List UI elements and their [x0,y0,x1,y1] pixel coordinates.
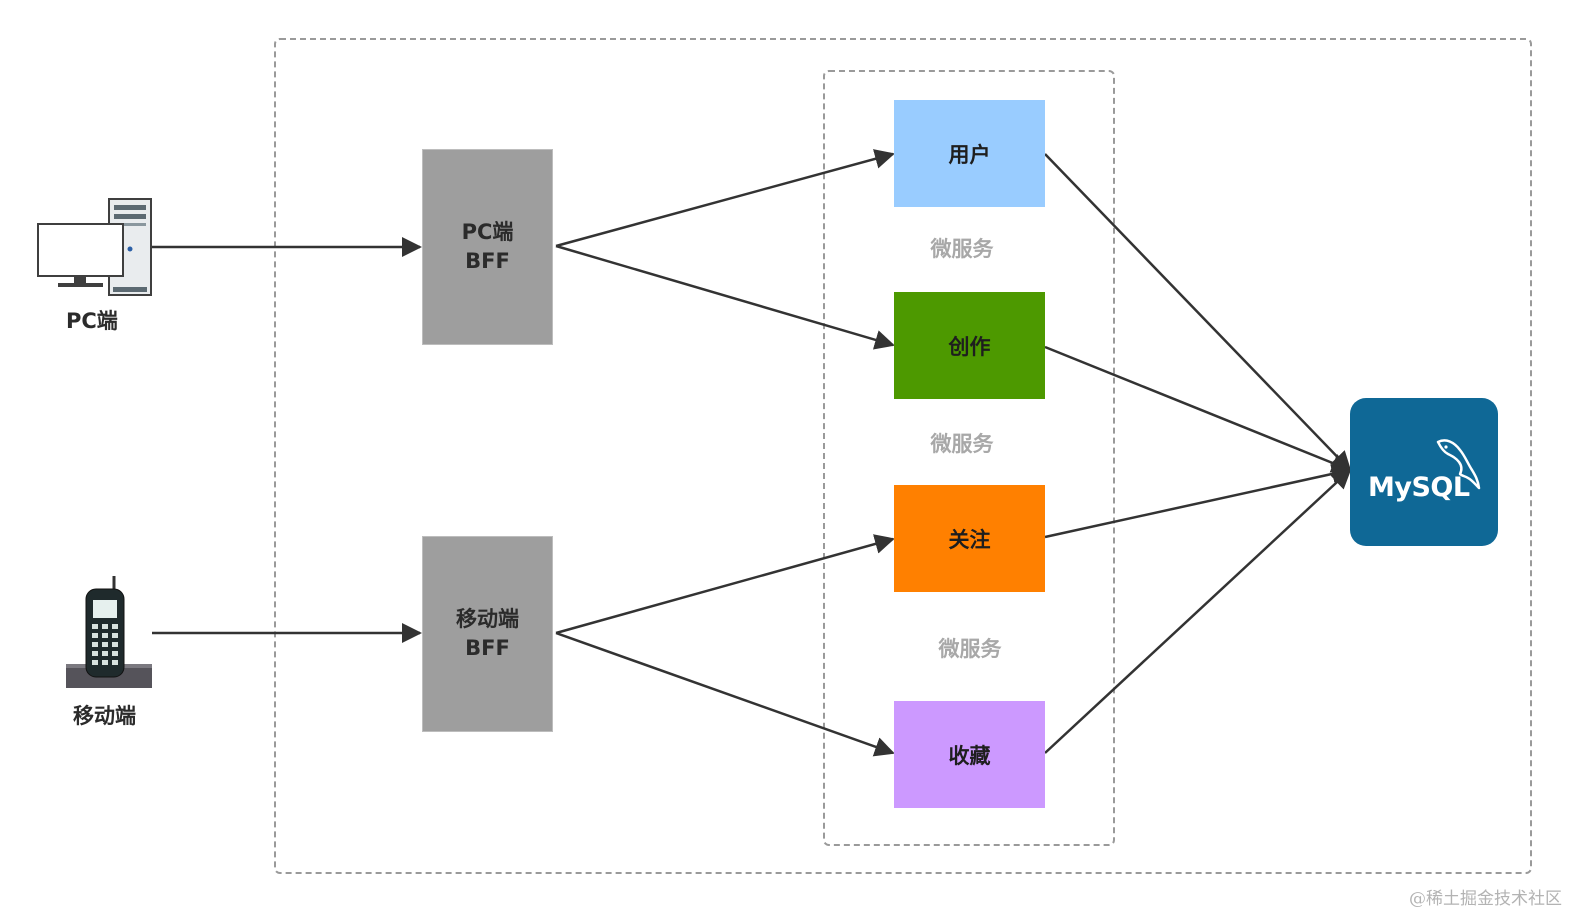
arrow-mobile-bff-to-follow [555,534,895,635]
follow-service-node: 关注 [894,485,1045,592]
microservice-caption: 微服务 [930,432,994,456]
mysql-database-node: MySQL [1350,398,1498,546]
arrow-pc-bff-to-user [555,149,895,248]
user-service-node: 用户 [894,100,1045,207]
pc-client-label: PC端 [66,309,118,333]
collect-service-label: 收藏 [948,743,991,768]
mysql-dolphin-icon [1436,439,1481,490]
mobile-client-label: 移动端 [73,704,136,728]
desktop-computer-icon [36,197,154,297]
create-service-node: 创作 [894,292,1045,399]
arrow-collect-to-mysql [1044,468,1352,754]
arrow-user-to-mysql [1044,153,1352,472]
pc-bff-node: PC端 BFF [422,149,553,345]
collect-service-node: 收藏 [894,701,1045,808]
mobile-bff-label: 移动端 BFF [456,607,519,660]
follow-service-label: 关注 [948,527,991,552]
pc-bff-label: PC端 BFF [461,220,514,273]
arrow-mobile-bff-to-collect [555,631,895,757]
user-service-label: 用户 [948,142,991,167]
microservice-caption: 微服务 [938,637,1002,661]
watermark: @稀土掘金技术社区 [1409,889,1562,909]
mysql-logo-text: MySQL [1368,472,1470,503]
mobile-phone-icon [66,576,154,690]
mobile-bff-node: 移动端 BFF [422,536,553,732]
arrow-follow-to-mysql [1044,464,1352,539]
microservice-caption: 微服务 [930,237,994,261]
system-boundary [274,38,1532,874]
create-service-label: 创作 [948,334,991,359]
microservices-group [823,70,1115,846]
arrow-create-to-mysql [1044,345,1352,473]
arrow-pc-bff-to-create [555,244,895,350]
